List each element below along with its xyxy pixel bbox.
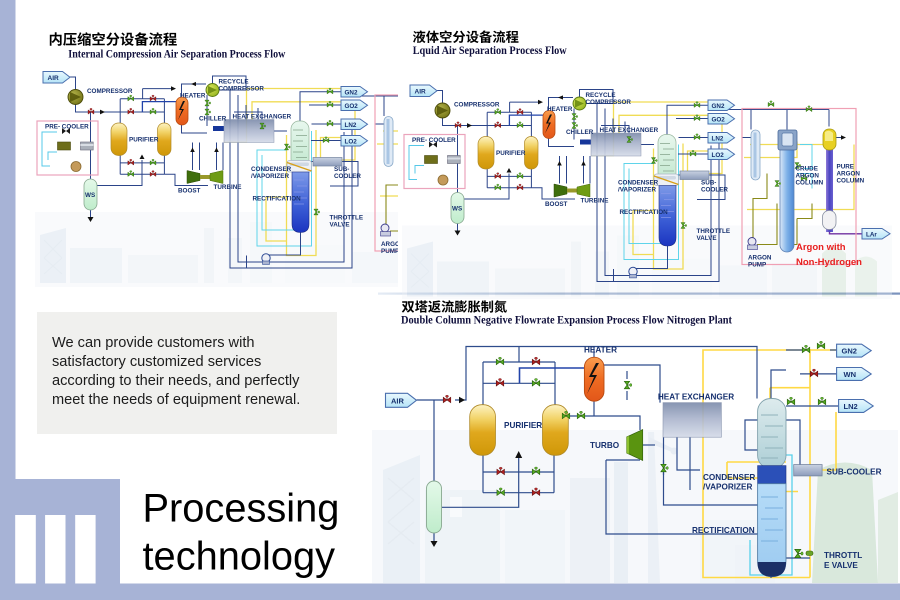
svg-text:LN2: LN2 bbox=[844, 402, 858, 411]
svg-text:AIR: AIR bbox=[391, 396, 405, 405]
svg-text:WN: WN bbox=[844, 370, 857, 379]
svg-text:E VALVE: E VALVE bbox=[824, 561, 858, 570]
svg-text:/VAPORIZER: /VAPORIZER bbox=[703, 483, 753, 492]
svg-text:Internal Compression Air Separ: Internal Compression Air Separation Proc… bbox=[68, 47, 285, 61]
svg-text:meet the needs of equipment re: meet the needs of equipment renewal. bbox=[52, 392, 300, 408]
svg-text:THROTTL: THROTTL bbox=[824, 551, 862, 560]
svg-text:Lquid Air Separation Process F: Lquid Air Separation Process Flow bbox=[413, 43, 567, 57]
svg-text:according to their needs, and: according to their needs, and perfectly bbox=[52, 373, 300, 389]
svg-text:technology: technology bbox=[143, 535, 336, 579]
svg-text:RECTIFICATION: RECTIFICATION bbox=[692, 526, 755, 535]
svg-text:HEATER: HEATER bbox=[584, 346, 617, 355]
svg-text:SUB-COOLER: SUB-COOLER bbox=[827, 468, 882, 477]
svg-text:GN2: GN2 bbox=[842, 347, 857, 356]
svg-text:Double Column Negative Flowrat: Double Column Negative Flowrate Expansio… bbox=[401, 313, 732, 327]
svg-text:PURIFIER: PURIFIER bbox=[504, 421, 542, 430]
svg-text:CONDENSER: CONDENSER bbox=[703, 473, 755, 482]
svg-text:TURBO: TURBO bbox=[590, 441, 620, 450]
svg-text:Processing: Processing bbox=[143, 487, 340, 531]
svg-text:HEAT EXCHANGER: HEAT EXCHANGER bbox=[658, 393, 734, 402]
svg-text:satisfactory customized servic: satisfactory customized services bbox=[52, 354, 261, 370]
svg-text:We can provide customers with: We can provide customers with bbox=[52, 335, 255, 351]
